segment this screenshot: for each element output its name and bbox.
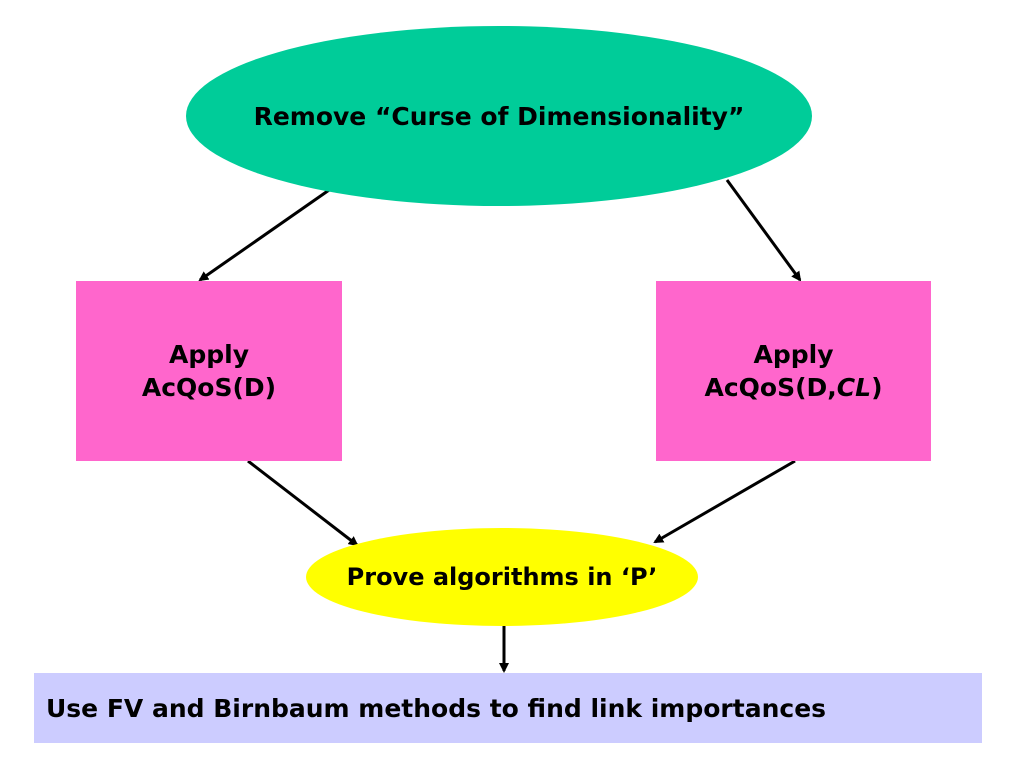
arrow-left-to-middle	[247, 459, 359, 547]
use-fv-birnbaum-label: Use FV and Birnbaum methods to find link…	[46, 693, 827, 723]
apply-acqos-d-cl-box: Apply AcQoS(D,CL)	[656, 281, 931, 461]
remove-curse-label: Remove “Curse of Dimensionality”	[253, 101, 745, 131]
right-box-line2-suffix: )	[871, 373, 883, 402]
prove-algorithms-ellipse: Prove algorithms in ‘P’	[306, 528, 698, 626]
right-box-line2: AcQoS(D,CL)	[705, 371, 883, 404]
left-box-line1: Apply	[168, 340, 249, 369]
right-box-line2-italic: CL	[836, 373, 872, 402]
arrow-right-to-middle	[653, 459, 796, 544]
right-box-line2-prefix: AcQoS(D,	[704, 373, 837, 402]
left-box-line2: AcQoS(D)	[141, 373, 277, 402]
arrow-top-to-right	[725, 179, 802, 282]
right-box-line1: Apply	[753, 340, 834, 369]
arrow-top-to-left	[198, 186, 333, 282]
remove-curse-ellipse: Remove “Curse of Dimensionality”	[186, 26, 812, 206]
prove-algorithms-label: Prove algorithms in ‘P’	[346, 563, 658, 591]
apply-acqos-d-box: Apply AcQoS(D)	[76, 281, 342, 461]
use-fv-birnbaum-box: Use FV and Birnbaum methods to find link…	[34, 673, 982, 743]
